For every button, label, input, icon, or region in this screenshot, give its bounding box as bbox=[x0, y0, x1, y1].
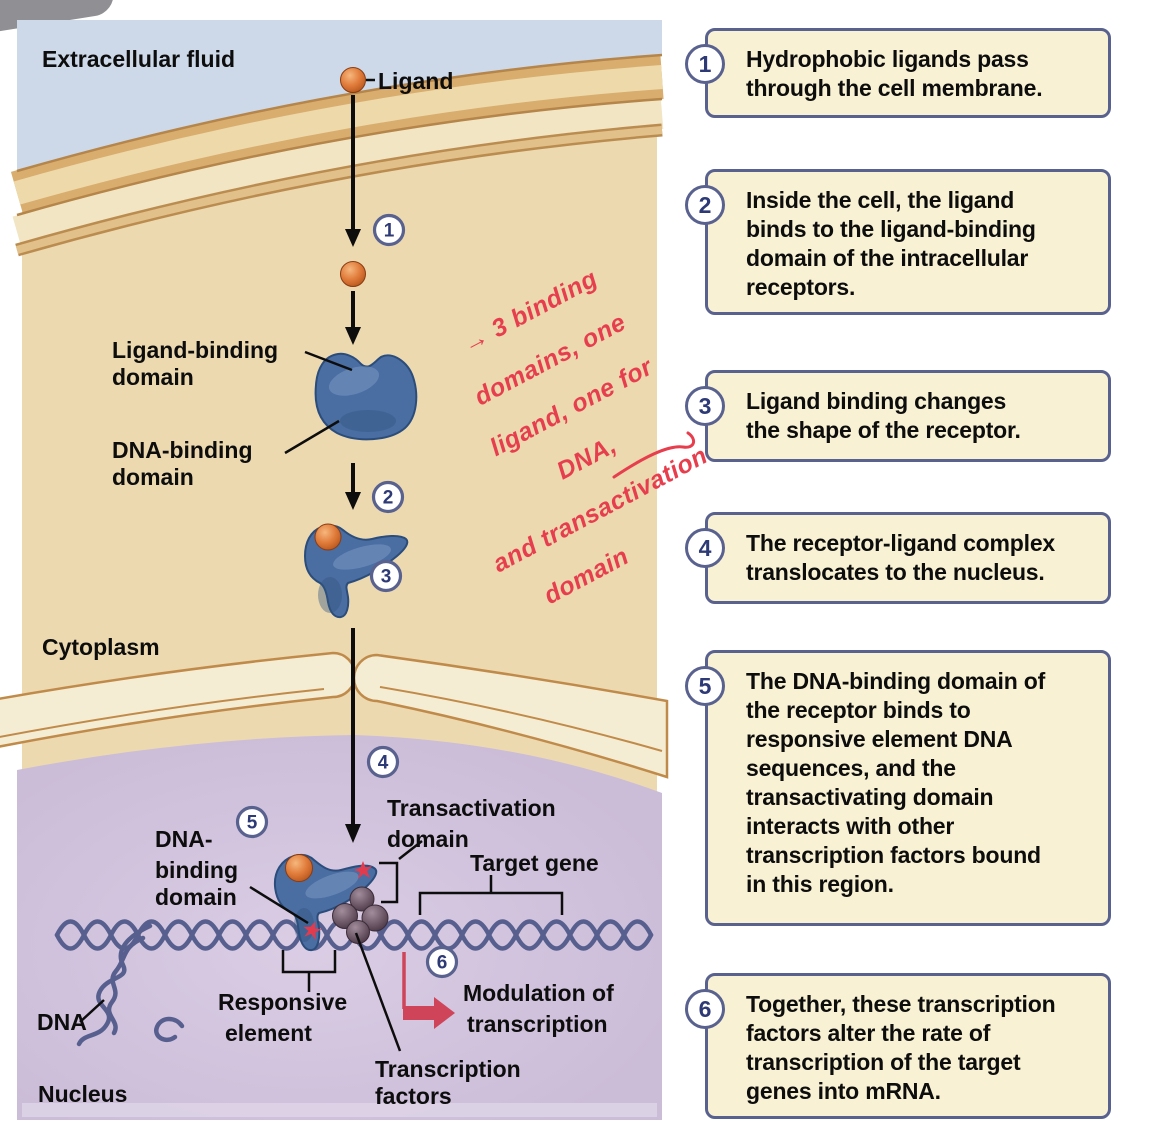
dna-binding-pointer-line bbox=[284, 419, 340, 455]
extracellular-fluid-label: Extracellular fluid bbox=[42, 46, 235, 72]
dna-binding-nuc-label-line3: domain bbox=[155, 884, 237, 910]
callout-box-2: 2 Inside the cell, the ligand binds to t… bbox=[685, 169, 1111, 315]
svg-text:1: 1 bbox=[384, 221, 395, 242]
callout-text-5: The DNA-binding domain of the receptor b… bbox=[746, 668, 1046, 897]
step-circle-6: 6 bbox=[425, 945, 459, 979]
target-gene-bracket bbox=[418, 875, 564, 915]
transactivation-bracket bbox=[379, 840, 423, 904]
svg-text:3: 3 bbox=[381, 567, 392, 588]
callout-badge-4: 4 bbox=[685, 528, 725, 568]
step-circle-3: 3 bbox=[369, 559, 403, 593]
svg-text:6: 6 bbox=[437, 953, 448, 974]
dna-binding-domain-label-line1: DNA-binding bbox=[112, 437, 253, 463]
transactivation-site-marker bbox=[354, 861, 372, 879]
nuclear-envelope bbox=[0, 651, 669, 779]
step-circle-2: 2 bbox=[371, 480, 405, 514]
callout-badge-1: 1 bbox=[685, 44, 725, 84]
responsive-element-bracket bbox=[281, 950, 337, 992]
handwritten-connector-line bbox=[612, 431, 696, 479]
bound-ligand bbox=[314, 523, 342, 551]
transcription-factors-label-line2: factors bbox=[375, 1083, 452, 1109]
step-circle-5: 5 bbox=[235, 805, 269, 839]
callout-text-6: Together, these transcription factors al… bbox=[746, 991, 1056, 1104]
arrow-step4 bbox=[345, 628, 361, 843]
svg-text:4: 4 bbox=[378, 753, 389, 774]
responsive-element-label-line2: element bbox=[225, 1020, 312, 1046]
svg-text:2: 2 bbox=[383, 488, 394, 509]
callout-badge-5: 5 bbox=[685, 666, 725, 706]
step-circle-4: 4 bbox=[366, 745, 400, 779]
arrow-to-receptor bbox=[345, 291, 361, 345]
callout-text-1: Hydrophobic ligands pass through the cel… bbox=[746, 46, 1043, 101]
callout-box-1: 1 Hydrophobic ligands pass through the c… bbox=[685, 28, 1111, 118]
callout-badge-3: 3 bbox=[685, 386, 725, 426]
modulation-arrow bbox=[402, 952, 455, 1029]
transactivation-label-line2: domain bbox=[387, 826, 469, 852]
cytoplasm-label: Cytoplasm bbox=[42, 634, 160, 660]
step-circle-1: 1 bbox=[372, 213, 406, 247]
dna-binding-domain-label-line2: domain bbox=[112, 464, 194, 490]
transactivation-label-line1: Transactivation bbox=[387, 795, 556, 821]
cell-diagram-panel: Ligand 1 Ligand-binding domain bbox=[0, 20, 712, 1120]
callout-text-4: The receptor-ligand complex translocates… bbox=[746, 530, 1055, 585]
intracellular-receptor bbox=[314, 352, 418, 441]
callout-box-5: 5 The DNA-binding domain of the receptor… bbox=[685, 650, 1111, 926]
transcription-factors-label-line1: Transcription bbox=[375, 1056, 521, 1082]
dna-tangle bbox=[76, 923, 153, 1047]
nucleus-bottom-strip bbox=[22, 1103, 657, 1117]
dna-pointer-line bbox=[79, 999, 105, 1023]
callout-box-3: 3 Ligand binding changes the shape of th… bbox=[685, 370, 1111, 462]
ligand-molecule bbox=[340, 67, 366, 93]
callout-box-4: 4 The receptor-ligand complex translocat… bbox=[685, 512, 1111, 604]
receptor-ligand-complex bbox=[303, 523, 409, 619]
arrow-step1 bbox=[345, 95, 361, 247]
bound-ligand-nucleus bbox=[285, 854, 313, 882]
dna-tangle-strand2 bbox=[106, 935, 146, 1036]
dna-binding-nuc-pointer bbox=[249, 885, 309, 925]
responsive-element-label-line1: Responsive bbox=[218, 989, 347, 1015]
dna-label: DNA bbox=[37, 1009, 87, 1035]
callout-text-2: Inside the cell, the ligand binds to the… bbox=[746, 187, 1036, 300]
callout-box-6: 6 Together, these transcription factors … bbox=[685, 973, 1111, 1119]
cell-diagram: Ligand 1 Ligand-binding domain bbox=[0, 20, 712, 1120]
callout-badge-2: 2 bbox=[685, 185, 725, 225]
ligand-binding-domain-label-line1: Ligand-binding bbox=[112, 337, 278, 363]
modulation-label-line1: Modulation of bbox=[463, 980, 614, 1006]
ligand-inside-cell bbox=[340, 261, 366, 287]
dna-binding-site-marker bbox=[303, 921, 322, 940]
transcription-factor-spheres bbox=[332, 886, 389, 944]
dna-binding-nuc-label-line2: binding bbox=[155, 857, 238, 883]
ligand-label: Ligand bbox=[378, 68, 453, 94]
ligand-binding-pointer-line bbox=[304, 350, 353, 372]
dna-loose-curl bbox=[154, 1016, 185, 1043]
dna-binding-nuc-label-line1: DNA- bbox=[155, 826, 213, 852]
transcription-factors-pointer bbox=[354, 932, 402, 1052]
callout-badge-6: 6 bbox=[685, 989, 725, 1029]
cell-membrane bbox=[10, 53, 664, 257]
ligand-binding-domain-label-line2: domain bbox=[112, 364, 194, 390]
svg-text:5: 5 bbox=[247, 813, 258, 834]
modulation-label-line2: transcription bbox=[467, 1011, 608, 1037]
nucleus-label: Nucleus bbox=[38, 1081, 127, 1107]
target-gene-label: Target gene bbox=[470, 850, 599, 876]
callout-text-3: Ligand binding changes the shape of the … bbox=[746, 388, 1021, 443]
arrow-step2 bbox=[345, 463, 361, 510]
